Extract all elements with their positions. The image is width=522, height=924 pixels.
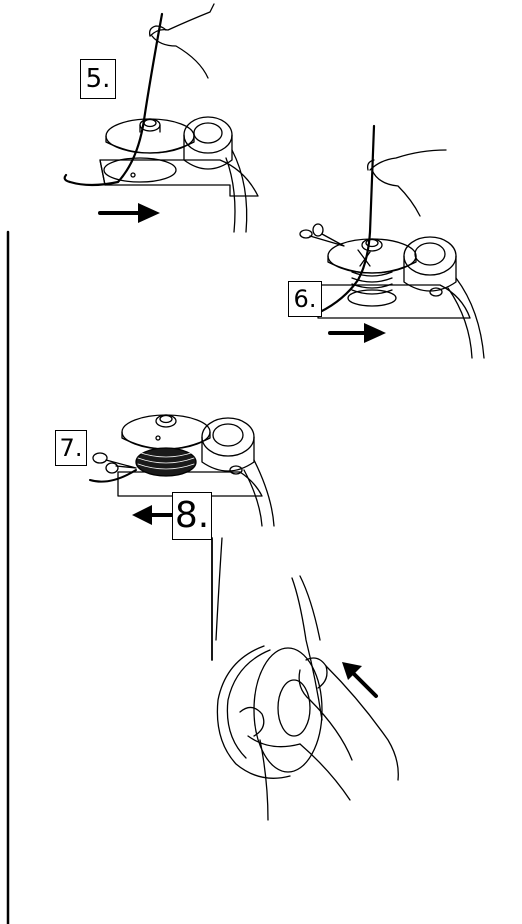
step-5-label: 5. [80,59,116,99]
step5-illustration [65,4,258,232]
step-7-label: 7. [55,430,87,466]
step8-slide-arrow [132,505,172,525]
step-8-label: 8. [172,492,212,540]
step6-arrow [330,323,386,343]
step8-push-arrow [342,662,376,696]
step5-arrow [100,203,160,223]
step8-illustration [212,538,398,820]
step6-illustration [300,126,484,358]
step-6-label: 6. [288,281,322,317]
